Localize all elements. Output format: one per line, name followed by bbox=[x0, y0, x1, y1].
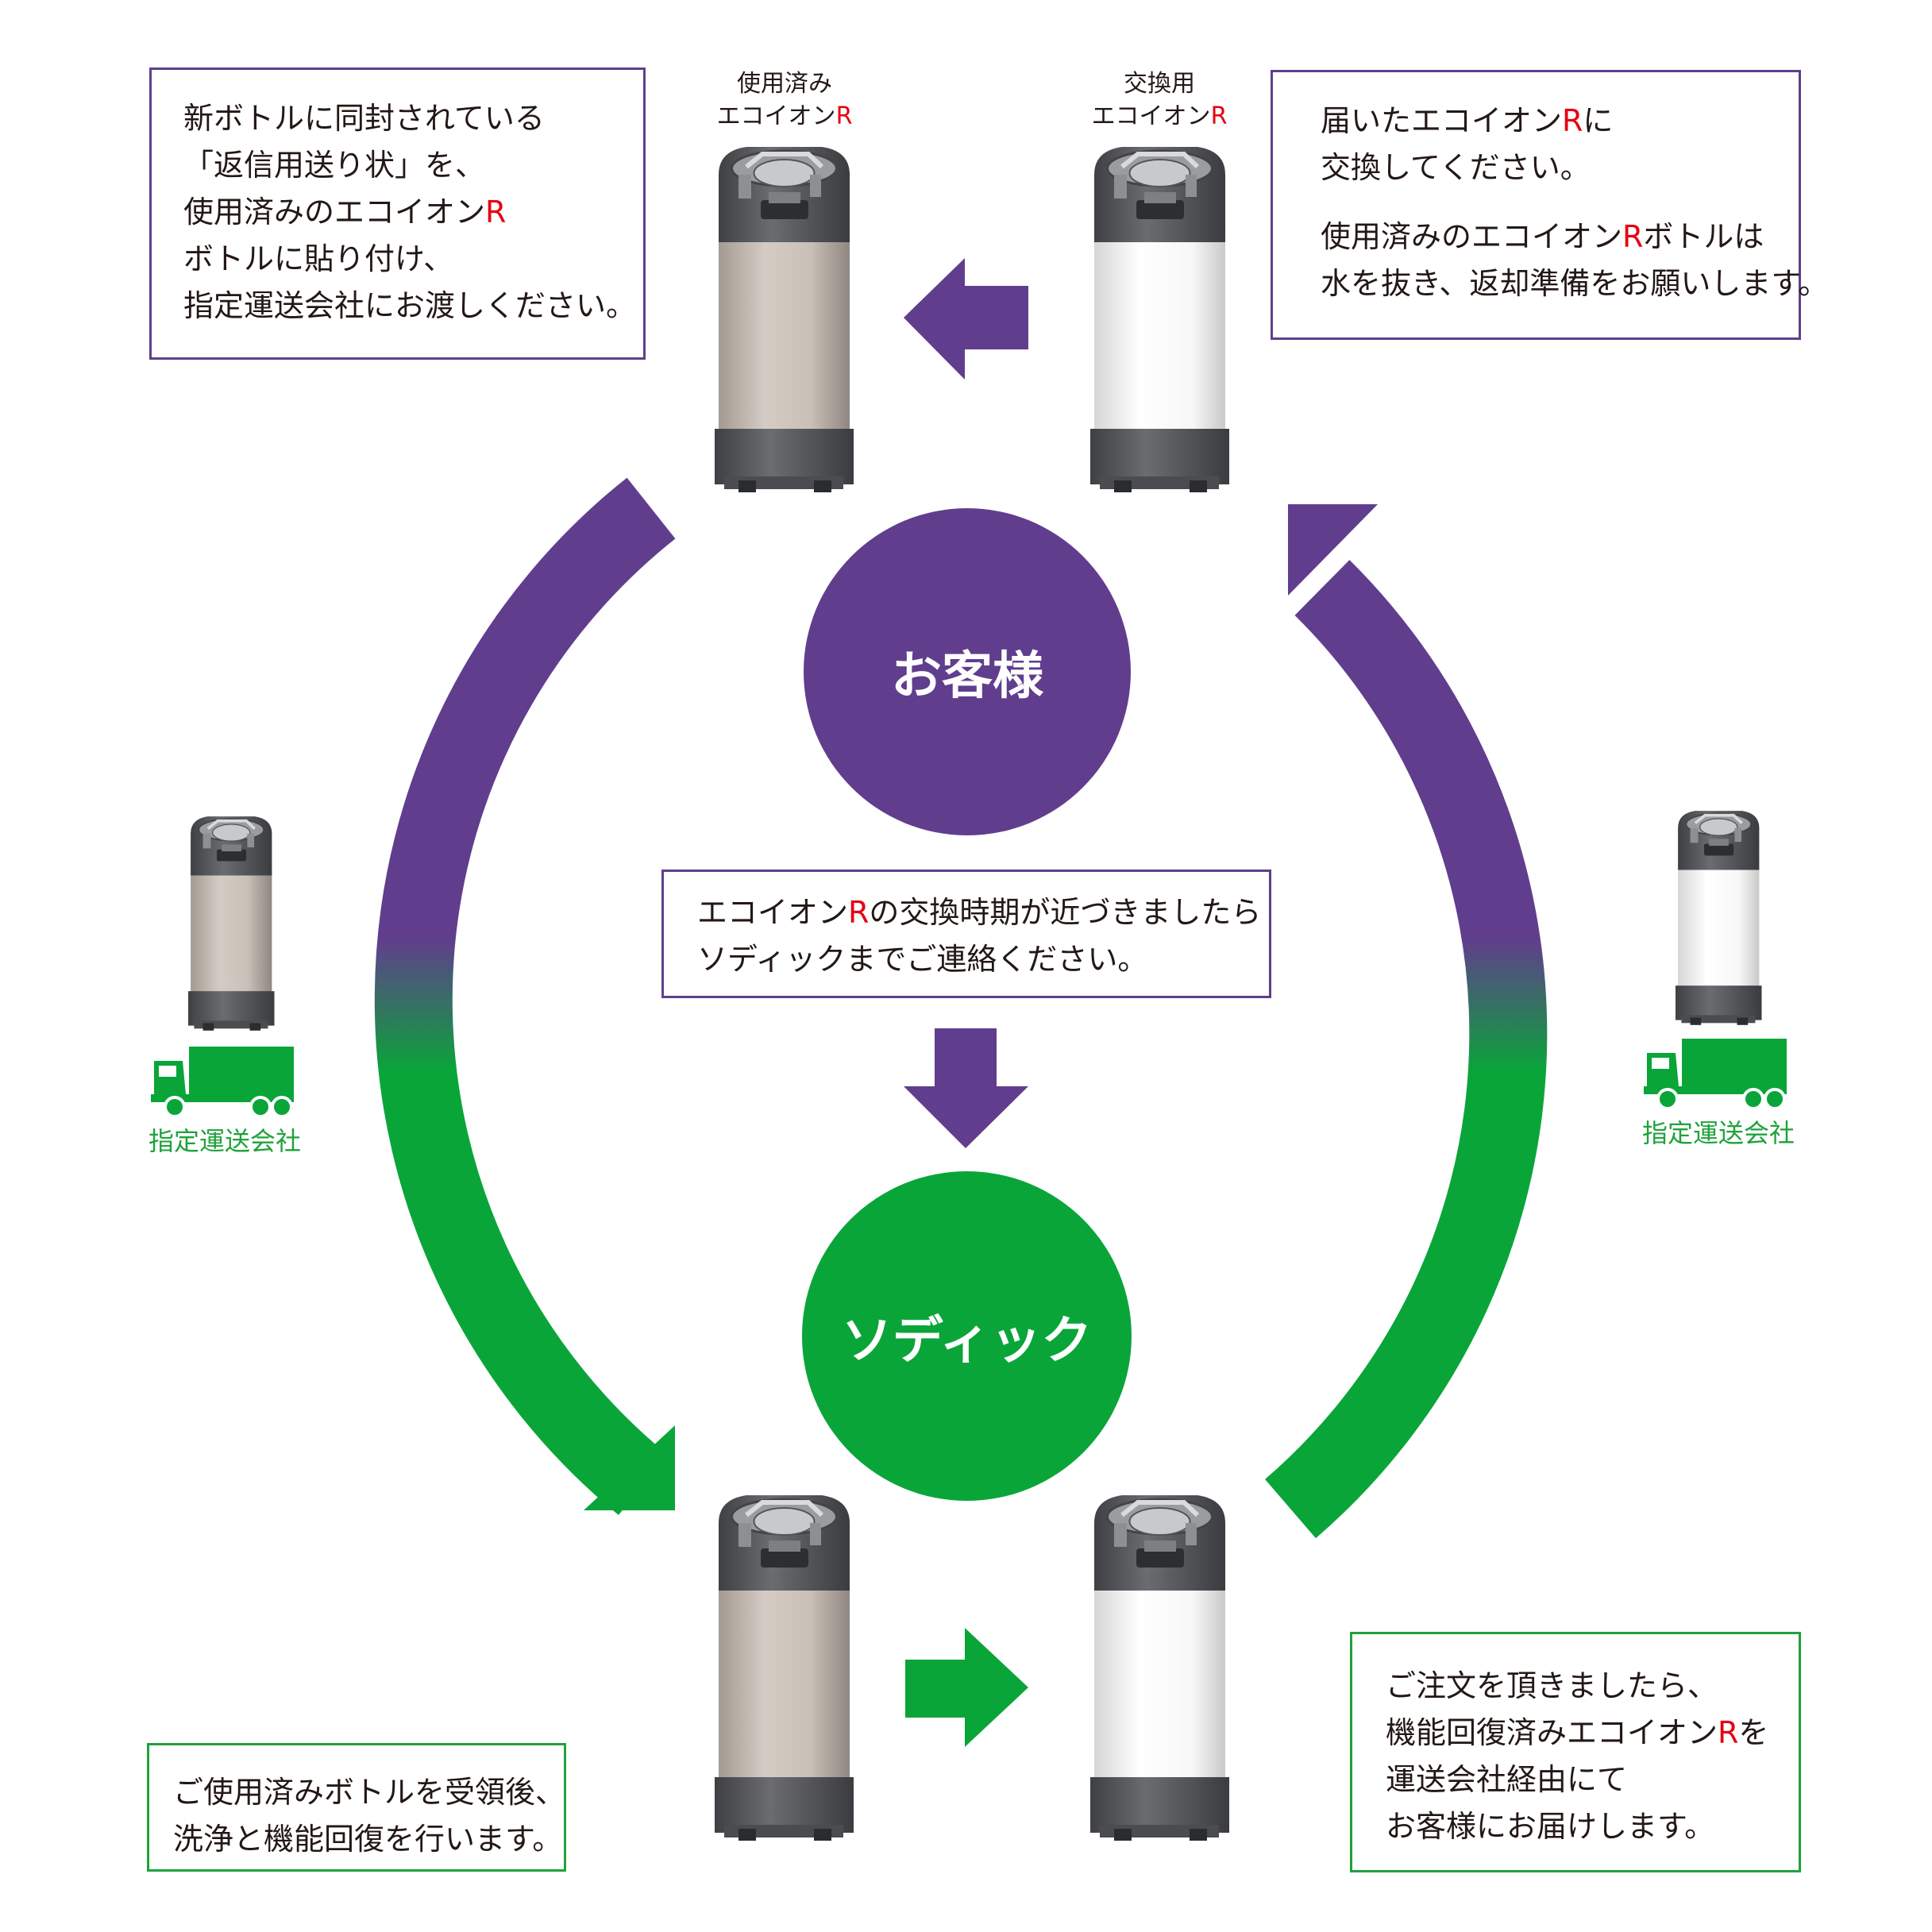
used-bottle-label: 使用済み エコイオンR bbox=[716, 70, 853, 130]
carrier-label-right: 指定運送会社 bbox=[1642, 1118, 1795, 1148]
used-bottle-top bbox=[715, 147, 854, 492]
truck-icon-right bbox=[1642, 1037, 1788, 1110]
instruction-box-top-left: 新ボトルに同封されている 「返信用送り状」を、 使用済みのエコイオンR ボトルに… bbox=[149, 67, 646, 360]
customer-node: お客様 bbox=[804, 508, 1131, 835]
instruction-box-center: エコイオンRの交換時期が近づきましたら ソディックまでご連絡ください。 bbox=[661, 870, 1271, 998]
sodick-node-label: ソディック bbox=[841, 1311, 1093, 1371]
left-arc-arrowhead bbox=[584, 1425, 675, 1510]
truck-icon-left bbox=[149, 1045, 295, 1118]
new-bottle-bottom bbox=[1090, 1495, 1229, 1841]
arrow-left-top bbox=[904, 258, 1028, 380]
sodick-node: ソディック bbox=[802, 1171, 1132, 1501]
right-arc-arrowhead bbox=[1288, 504, 1378, 596]
right-cycle-arc bbox=[1264, 560, 1548, 1539]
left-cycle-arc bbox=[374, 477, 676, 1515]
arrow-down-center bbox=[904, 1028, 1028, 1148]
used-bottle-left-small bbox=[188, 816, 275, 1031]
instruction-box-bottom-left: ご使用済みボトルを受領後、 洗浄と機能回復を行います。 bbox=[147, 1743, 566, 1872]
instruction-box-bottom-right: ご注文を頂きましたら、 機能回復済みエコイオンRを 運送会社経由にて お客様にお… bbox=[1350, 1632, 1801, 1872]
customer-node-label: お客様 bbox=[891, 647, 1043, 706]
new-bottle-top bbox=[1090, 147, 1229, 492]
instruction-box-top-right: 届いたエコイオンRに 交換してください。 使用済みのエコイオンRボトルは 水を抜… bbox=[1271, 70, 1829, 340]
used-bottle-bottom bbox=[715, 1495, 854, 1841]
exchange-bottle-label: 交換用 エコイオンR bbox=[1091, 70, 1228, 130]
new-bottle-right-small bbox=[1676, 811, 1762, 1025]
arrow-right-bottom bbox=[905, 1628, 1028, 1747]
carrier-label-left: 指定運送会社 bbox=[148, 1126, 302, 1156]
